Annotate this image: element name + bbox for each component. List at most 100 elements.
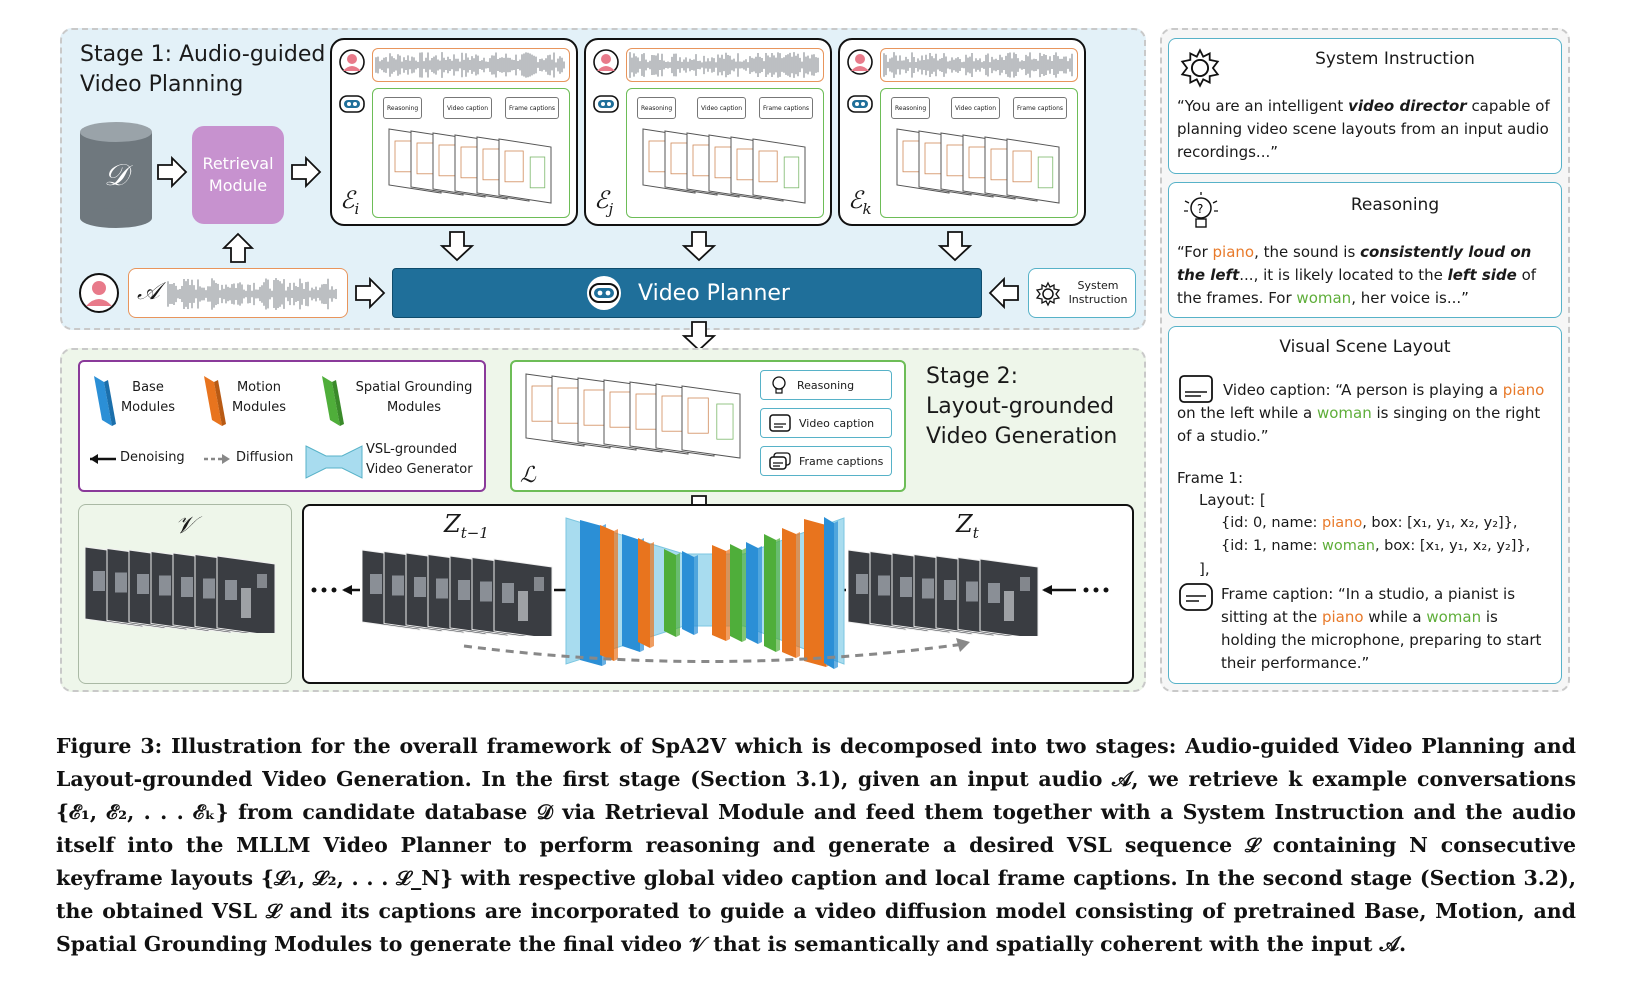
figure-caption: Figure 3: Illustration for the overall f… — [56, 734, 1576, 956]
diffusion-process-box: Zt−1 Zt — [302, 504, 1134, 684]
video-frames — [85, 546, 276, 633]
sys-label-line1: System — [1077, 279, 1119, 292]
svg-text:?: ? — [1197, 202, 1203, 216]
user-icon — [593, 49, 619, 75]
layout-close: ], — [1199, 560, 1210, 578]
example-conversation-j: Reasoning Video caption Frame captions ℰ… — [584, 38, 832, 226]
user-icon — [79, 273, 119, 313]
sys-label-line2: Instruction — [1068, 293, 1128, 306]
video-symbol: 𝒱 — [175, 511, 195, 539]
example-conversation-k: Reasoning Video caption Frame captions ℰ… — [838, 38, 1086, 226]
example-label-k: ℰk — [848, 186, 872, 218]
layout-frames — [525, 373, 741, 459]
motion-module-icon — [204, 376, 226, 426]
output-video-box: 𝒱 — [78, 504, 292, 684]
caption-icon — [1179, 375, 1213, 403]
legend-denoising: Denoising — [120, 450, 185, 465]
database-symbol: 𝒟 — [104, 158, 128, 193]
layout-open: Layout: [ — [1199, 491, 1266, 509]
mini-chip-reasoning: Reasoning — [383, 97, 423, 119]
stage2-title-line2: Layout-grounded — [926, 394, 1115, 419]
audio-symbol: 𝒜 — [137, 277, 160, 305]
example-response: Reasoning Video caption Frame captions — [626, 88, 824, 218]
planner-label: Video Planner — [638, 280, 790, 306]
vsl-sequence: ℒ Reasoning Video caption Frame captions — [510, 360, 906, 492]
mini-chip-frame-captions: Frame captions — [1013, 97, 1068, 119]
system-instruction-text: “You are an intelligent video director c… — [1177, 97, 1550, 161]
layout-frames — [642, 128, 806, 204]
frame-caption-text: Frame caption: “In a studio, a pianist i… — [1221, 585, 1542, 672]
stage2-title-line3: Video Generation — [926, 424, 1118, 449]
system-instruction-title: System Instruction — [1315, 49, 1475, 69]
arrow-up-icon — [221, 232, 255, 263]
mini-chip-video-caption: Video caption — [697, 97, 746, 119]
audio-waveform — [167, 278, 337, 310]
audio-waveform — [626, 48, 824, 82]
visual-scene-layout-card: Visual Scene Layout Video caption: “A pe… — [1168, 326, 1562, 684]
audio-waveform — [372, 48, 570, 82]
arrow-down-icon — [937, 231, 973, 262]
robot-icon — [339, 95, 365, 113]
reasoning-card: ? Reasoning “For piano, the sound is con… — [1168, 182, 1562, 318]
layout-frames — [388, 128, 552, 204]
reasoning-title: Reasoning — [1350, 195, 1440, 215]
frame-label: Frame 1: — [1177, 469, 1244, 487]
retrieval-label-line2: Module — [208, 176, 268, 195]
stage1-title-line1: Stage 1: Audio-guided — [80, 42, 326, 67]
arrow-right-icon — [291, 155, 322, 189]
database-icon — [80, 122, 152, 228]
mini-chip-reasoning: Reasoning — [891, 97, 931, 119]
stage2-title: Stage 2: Layout-grounded Video Generatio… — [926, 362, 1117, 452]
layout-frames — [896, 128, 1060, 204]
latent-prev-label: Zt−1 — [444, 510, 489, 542]
latent-prev-frames — [362, 549, 553, 636]
stage1-title-line2: Video Planning — [80, 72, 244, 97]
caption-icon — [769, 414, 791, 432]
example-response: Reasoning Video caption Frame captions — [880, 88, 1078, 218]
robot-icon — [593, 95, 619, 113]
example-label-j: ℰj — [594, 186, 614, 218]
latent-current-frames — [848, 549, 1039, 636]
mini-chip-video-caption: Video caption — [443, 97, 492, 119]
robot-icon — [847, 95, 873, 113]
example-label-i: ℰi — [340, 186, 360, 218]
captions-stack-icon — [769, 452, 791, 470]
reasoning-text: “For piano, the sound is consistently lo… — [1177, 243, 1537, 307]
example-response: Reasoning Video caption Frame captions — [372, 88, 570, 218]
layout-title: Visual Scene Layout — [1279, 337, 1451, 357]
lightbulb-icon: ? — [1184, 192, 1218, 228]
spatial-module-icon — [322, 376, 344, 426]
arrow-down-icon — [439, 231, 475, 262]
user-icon — [339, 49, 365, 75]
audio-waveform — [880, 48, 1078, 82]
robot-icon — [587, 276, 622, 310]
arrow-down-icon — [681, 321, 717, 352]
mini-chip-video-caption: Video caption — [951, 97, 1000, 119]
chip-reasoning: Reasoning — [760, 370, 892, 400]
system-instruction-card: System Instruction “You are an intellige… — [1168, 38, 1562, 174]
latent-current-label: Zt — [956, 510, 979, 542]
gear-icon — [1035, 281, 1061, 307]
mini-chip-frame-captions: Frame captions — [505, 97, 560, 119]
arrow-down-icon — [681, 231, 717, 262]
arrow-left-icon — [90, 454, 116, 464]
base-module-icon — [94, 376, 116, 426]
mini-chip-reasoning: Reasoning — [637, 97, 677, 119]
retrieval-label-line1: Retrieval — [202, 154, 274, 173]
arrow-right-icon — [157, 155, 188, 189]
user-icon — [847, 49, 873, 75]
layout-entry-1: {id: 1, name: woman, box: [x₁, y₁, x₂, y… — [1221, 538, 1531, 554]
generator-icon — [305, 445, 363, 479]
generator-unet — [311, 517, 1109, 669]
chip-frame-captions: Frame captions — [760, 446, 892, 476]
audio-input: 𝒜 — [128, 268, 348, 318]
system-instruction-box: System Instruction — [1028, 268, 1136, 318]
arrow-right-icon — [355, 276, 386, 310]
stage2-title-line1: Stage 2: — [926, 364, 1018, 389]
